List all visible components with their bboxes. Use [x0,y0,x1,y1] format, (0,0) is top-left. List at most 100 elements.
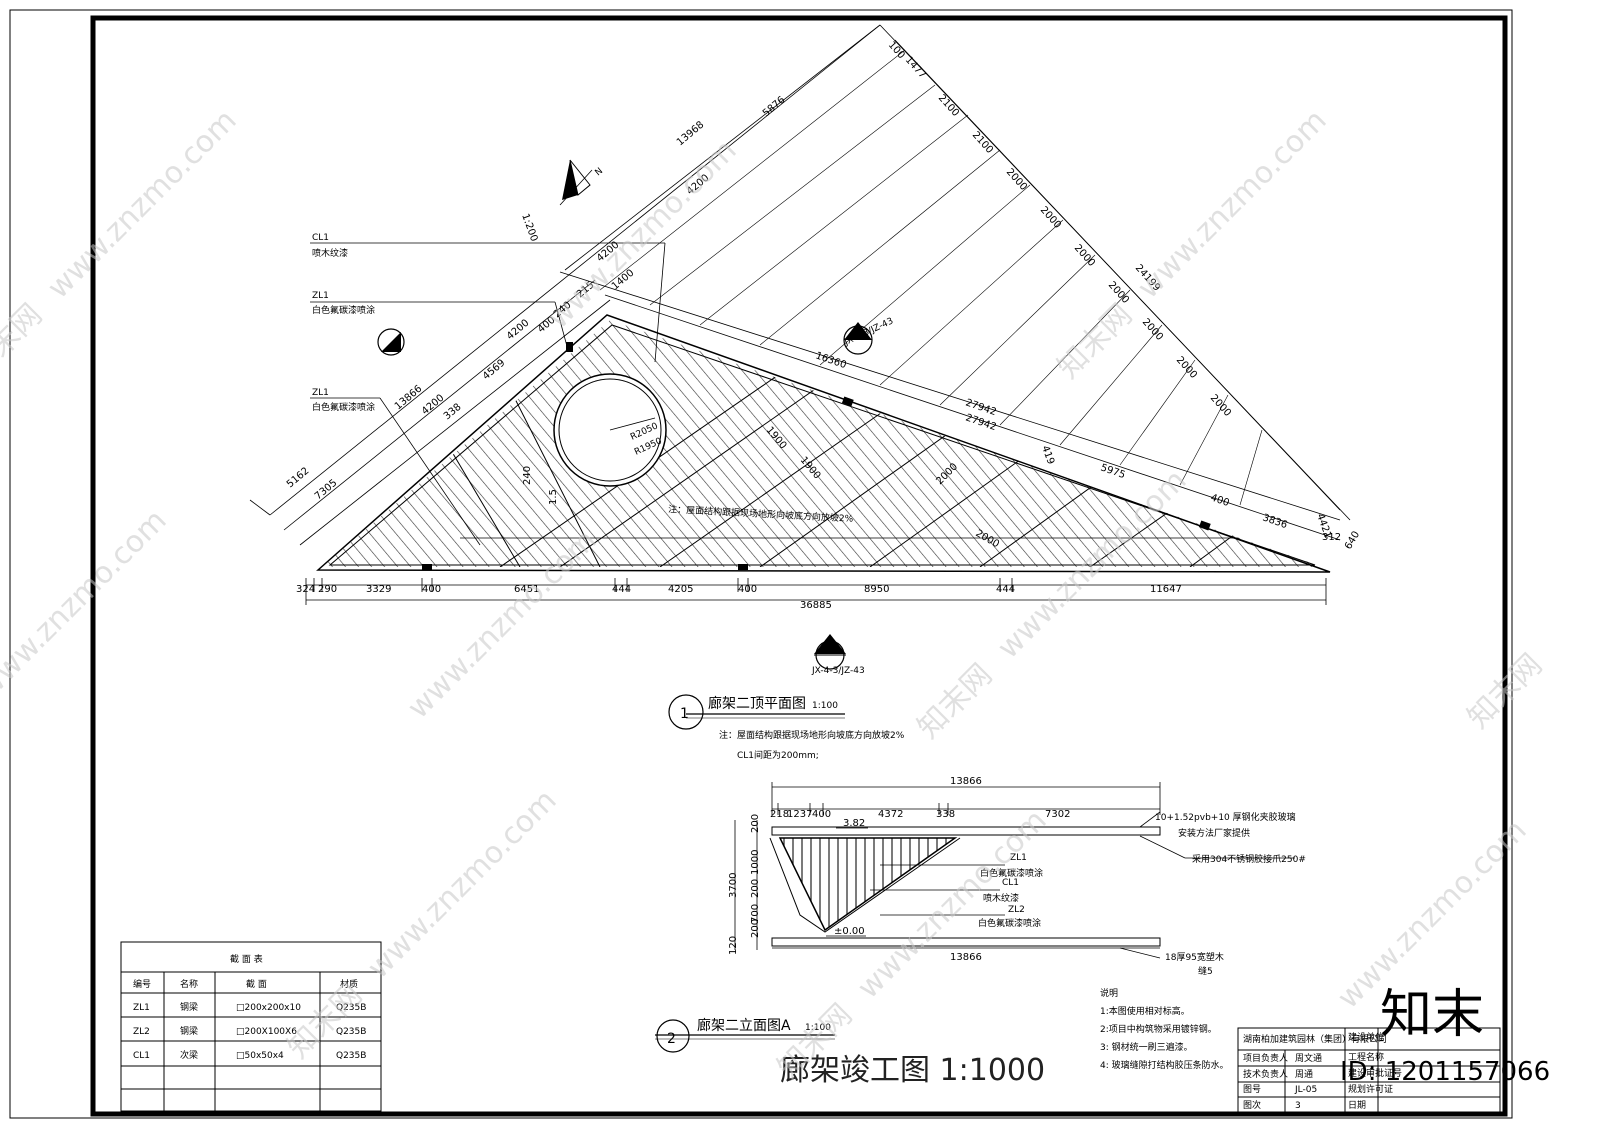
north-arrow: N 1:200 [519,159,606,243]
svg-text:图号: 图号 [1243,1084,1261,1095]
roof-circle-inner [558,378,662,482]
glass-roof [771,826,1161,836]
plan-left-dim: 7305 [313,478,340,503]
svg-text:知末网: 知末网 [1051,297,1139,385]
elev-bottom-total: 13866 [950,952,982,963]
callout-zl2: ZL2 [1008,905,1025,915]
svg-text:3: 3 [1295,1101,1301,1111]
plan-note-2: CL1间距为200mm; [737,749,819,761]
table-header: 截 面 [246,978,267,990]
callout-gap: 缝5 [1198,965,1213,977]
elev-left-dim: 700 [750,904,761,923]
elev-left-dim: 200 [750,919,761,938]
svg-text:技术负责人: 技术负责人 [1243,1068,1288,1080]
section-table-title: 截 面 表 [230,953,263,965]
table-cell: ZL1 [133,1003,150,1013]
note-item: 1:本图使用相对标高。 [1100,1005,1190,1017]
table-cell: Q235B [336,1003,366,1013]
company-name: 湖南柏加建筑园林（集团）有限公司 [1243,1033,1387,1045]
note-item: 4: 玻璃缝隙打结构胶压条防水。 [1100,1059,1229,1071]
table-cell: 钢梁 [180,1001,198,1013]
elev-level-top: 3.82 [843,818,865,829]
plan-total-dim: 36885 [800,600,832,611]
svg-text:N: N [594,166,606,178]
elev-left-dim: 120 [728,936,739,955]
table-cell: Q235B [336,1051,366,1061]
big-title: 廊架竣工图 1:1000 [780,1053,1045,1088]
table-header: 编号 [133,978,151,990]
svg-text:www.znzmo.com: www.znzmo.com [1131,103,1334,306]
note-item: 3: 钢材统一刷三遍漆。 [1100,1041,1193,1053]
svg-text:日期: 日期 [1348,1100,1366,1111]
callout-cl1-desc: 喷木纹漆 [983,892,1019,904]
plan-left-dim: 338 [442,402,464,423]
svg-text:www.znzmo.com: www.znzmo.com [361,783,564,986]
note-item: 2:项目中构筑物采用镀锌钢。 [1100,1023,1217,1035]
plan-scale: 1:100 [812,701,838,711]
plan-right-dim: 3836 [1261,512,1289,531]
plan-bottom-dim: 444 [996,584,1015,595]
label-cl1-code: CL1 [312,233,329,243]
logo-watermark: 知末 [1380,985,1484,1045]
elev-top-dim: 218 [770,809,789,820]
plan-note-1: 注：屋面结构跟据现场地形向坡底方向放坡2% [719,729,905,741]
notes-block: 说明 1:本图使用相对标高。 2:项目中构筑物采用镀锌钢。 3: 钢材统一刷三遍… [1100,987,1229,1071]
elev-left-dim: 200 [750,879,761,898]
plan-misc-dim: 240 [522,466,533,485]
elev-top-dim: 4372 [878,809,903,820]
plan-right-dim: 16360 [814,350,848,371]
elev-top-total: 13866 [950,776,982,787]
svg-text:建设审批证号: 建设审批证号 [1348,1067,1402,1079]
elev-frame-fill [778,837,958,932]
plan-bottom-dim: 6451 [514,584,539,595]
table-cell: Q235B [336,1027,366,1037]
roof-triangle-fill [322,320,1323,567]
elev-title: 廊架二立面图A [697,1017,791,1034]
plan-right-dim: 400 [1209,492,1231,509]
svg-text:建设单位: 建设单位 [1348,1031,1384,1043]
plan-top-dim: 2100 [970,130,995,156]
id-watermark: ID: 1201157066 [1340,1057,1550,1087]
table-cell: ZL2 [133,1027,150,1037]
plan-bottom-dim: 290 [318,584,337,595]
plan-right-dim: 312 [1322,532,1341,543]
plan-right-dim: 640 [1343,529,1362,551]
plan-top-dim: 2000 [1208,393,1233,419]
plan-bottom-dim: 4205 [668,584,693,595]
elev-left-dim: 1000 [750,850,761,875]
svg-text:周通: 周通 [1295,1069,1313,1080]
plan-left-dim: 5162 [285,466,312,491]
callout-clamp: 采用304不锈钢胶接爪250# [1192,853,1306,865]
roof-plan: R2050 R1950 324 290 3329 400 6451 444 42… [249,24,1362,611]
table-cell: □50x50x4 [236,1051,284,1061]
callout-zl2-desc: 白色氟碳漆喷涂 [978,917,1041,929]
plan-left-dim: 13968 [675,119,706,148]
elevation-view: 13866 218 1237 400 4372 338 7302 13866 3… [728,776,1306,977]
plan-title-number: 1 [680,706,689,722]
plan-title: 廊架二顶平面图 [708,695,806,712]
callout-zl1-desc: 白色氟碳漆喷涂 [980,867,1043,879]
svg-text:图次: 图次 [1243,1099,1261,1111]
elev-top-dim: 7302 [1045,809,1070,820]
elev-level-bottom: ±0.00 [834,926,865,937]
callout-install: 安装方法厂家提供 [1178,827,1250,839]
plan-right-dim: 419 [1039,444,1056,466]
table-header: 名称 [180,978,198,990]
plan-bottom-dim: 8950 [864,584,889,595]
elev-top-dim: 1237 [787,809,812,820]
table-header: 材质 [340,978,358,990]
label-zl1b-desc: 白色氟碳漆喷涂 [312,401,375,413]
plan-misc-dim: 1.5 [548,489,559,505]
sheet-frame [90,15,1508,1117]
notes-heading: 说明 [1100,987,1118,999]
plan-bottom-dim: 400 [738,584,757,595]
table-cell: □200X100X6 [236,1027,297,1037]
elev-top-dim: 338 [936,809,955,820]
elev-top-dim: 400 [812,809,831,820]
watermarks: 知末网 www.znzmo.com www.znzmo.com 知末网 www.… [0,103,1550,1087]
table-cell: 钢梁 [180,1025,198,1037]
roof-triangle-inner [328,324,1316,566]
label-zl1-code: ZL1 [312,291,329,301]
plan-top-dim: 100 [886,40,907,62]
